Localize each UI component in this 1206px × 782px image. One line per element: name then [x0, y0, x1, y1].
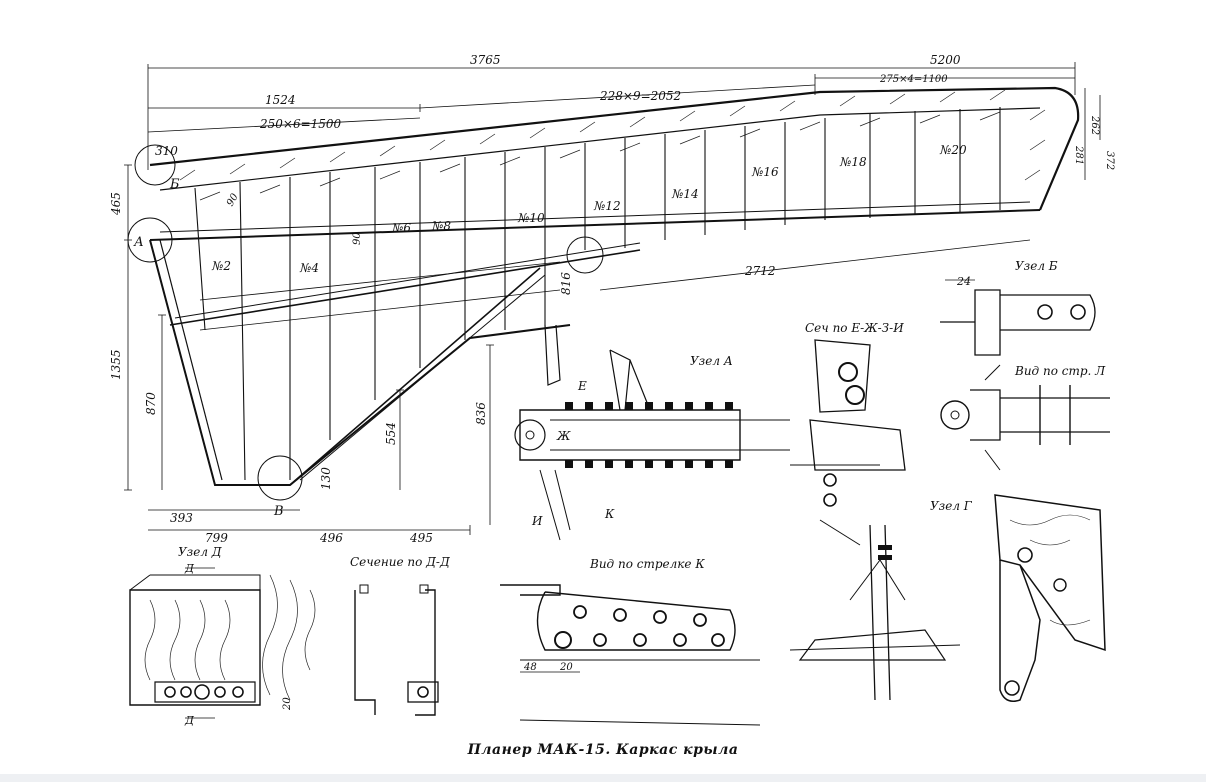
dim-799: 799	[205, 531, 228, 545]
rib-label-2: №2	[211, 259, 231, 273]
dim-262: 262	[1089, 115, 1100, 135]
section-ezhzi-detail	[790, 339, 906, 546]
dim-870: 870	[144, 392, 158, 415]
dim-1500: 250×6=1500	[259, 117, 342, 131]
dim-24: 24	[956, 275, 971, 288]
dim-20-node-d: 20	[282, 697, 293, 711]
rib-label-12: №12	[593, 199, 621, 213]
dim-1524: 1524	[265, 93, 296, 107]
label-view-l: Вид по стр. Л	[1014, 364, 1106, 378]
dim-root-part: 5200	[930, 53, 961, 67]
rib-label-8: №8	[431, 219, 451, 233]
marker-d2: Д	[184, 714, 195, 727]
dim-816: 816	[559, 272, 573, 295]
wing-planform	[127, 86, 1080, 501]
label-sec-ezhzi: Сеч по Е-Ж-З-И	[805, 321, 904, 335]
dim-393: 393	[170, 511, 193, 525]
node-a-detail	[514, 349, 790, 541]
label-node-a: Узел А	[690, 354, 733, 368]
dim-130: 130	[319, 467, 333, 490]
node-b-circle	[134, 144, 176, 186]
dim-465: 465	[109, 192, 123, 216]
dim-496: 496	[319, 531, 343, 545]
node-v-detail	[789, 524, 961, 701]
dim-48: 48	[523, 662, 537, 673]
rib-label-10: №10	[517, 211, 545, 225]
view-k-detail	[500, 584, 761, 726]
dim-372: 372	[1104, 151, 1115, 170]
ribs	[194, 107, 1001, 481]
node-g-detail	[994, 494, 1106, 702]
dim-1355: 1355	[109, 349, 123, 380]
rib-label-18: №18	[839, 155, 867, 169]
rib-label-4: №4	[299, 261, 319, 275]
dim-836: 836	[474, 402, 488, 425]
section-dd-detail	[354, 584, 439, 716]
marker-zh: Ж	[556, 429, 571, 443]
dim-20-view-k: 20	[559, 662, 573, 673]
rib-label-14: №14	[671, 187, 699, 201]
figure-caption: Планер МАК-15. Каркас крыла	[467, 742, 739, 758]
label-node-b: Узел Б	[1015, 259, 1058, 273]
dim-281: 281	[1073, 145, 1084, 165]
dim-1100: 275×4=1100	[879, 74, 948, 85]
dim-310: 310	[155, 144, 178, 158]
marker-v: В	[273, 504, 284, 519]
dim-90a: 90	[225, 191, 241, 208]
dim-span-total: 3765	[470, 53, 501, 67]
view-l-detail	[940, 364, 1110, 471]
rib-label-20: №20	[939, 143, 967, 157]
bottom-strip	[0, 774, 1206, 782]
dimension-lines	[124, 62, 1101, 535]
label-view-k: Вид по стрелке К	[589, 557, 705, 571]
dim-554: 554	[384, 422, 398, 445]
plywood-hatch	[179, 89, 1046, 201]
rib-label-16: №16	[751, 165, 779, 179]
rib-label-6: №6	[391, 221, 411, 235]
marker-d1: Д	[184, 562, 195, 575]
dim-495: 495	[409, 531, 433, 545]
dim-2052: 228×9=2052	[599, 89, 681, 103]
node-g-circle	[566, 236, 604, 274]
dim-2712: 2712	[744, 264, 776, 278]
marker-e: Е	[577, 379, 587, 393]
label-sec-dd: Сечение по Д-Д	[350, 555, 450, 569]
rib-labels: №2 №4 №6 №8 №10 №12 №14 №16 №18 №20	[211, 143, 967, 275]
node-b-detail	[940, 279, 1096, 356]
marker-k: К	[604, 507, 615, 521]
marker-i: И	[531, 514, 543, 528]
marker-a: А	[133, 235, 144, 250]
node-v-circle	[257, 455, 303, 501]
dim-90b: 90	[352, 232, 363, 245]
marker-b: Б	[169, 177, 180, 192]
label-node-g: Узел Г	[930, 499, 973, 513]
node-d-detail	[129, 567, 316, 719]
label-node-d: Узел Д	[178, 545, 222, 559]
